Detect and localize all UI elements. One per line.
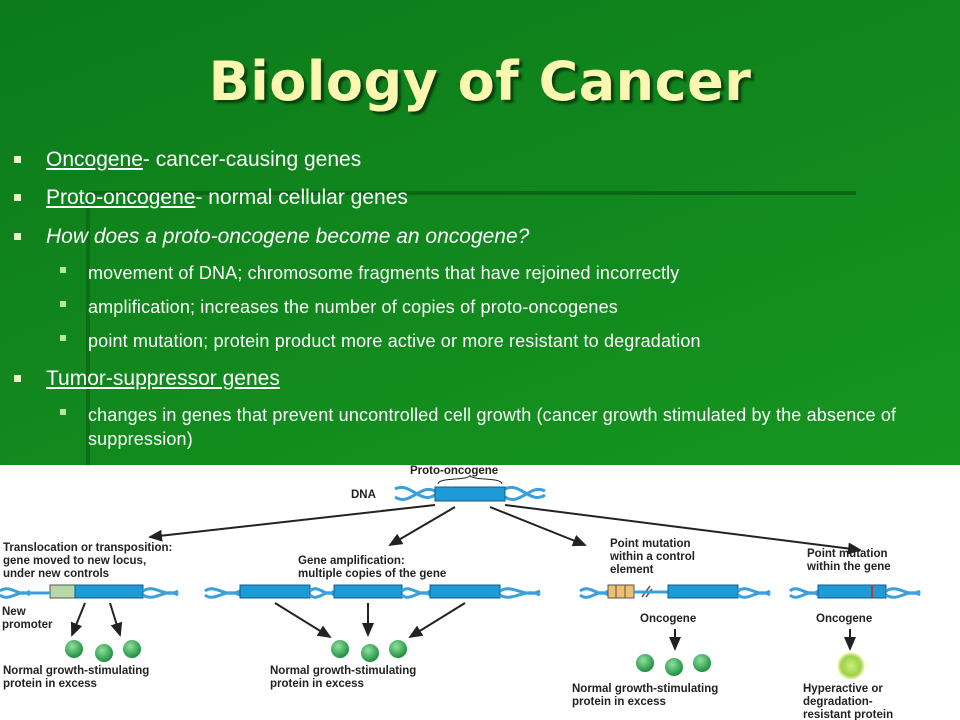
- amplified-genes: [204, 584, 541, 599]
- bullet-marker: [60, 335, 66, 341]
- sub-bullet-text: point mutation; protein product more act…: [88, 331, 701, 351]
- label-translocation-2: gene moved to new locus,: [3, 555, 146, 567]
- top-dna: [394, 474, 546, 502]
- bullet-marker: [60, 267, 66, 273]
- mutated-control-gene: [579, 584, 771, 599]
- protein-icon: [636, 654, 654, 672]
- label-point-control-2: within a control: [609, 551, 695, 563]
- label-amplification-2: multiple copies of the gene: [298, 568, 446, 580]
- bullet-text: - normal cellular genes: [195, 186, 408, 209]
- label-hyperactive-3: resistant protein: [803, 709, 893, 720]
- label-point-gene-2: within the gene: [806, 561, 891, 573]
- bullet-marker: [14, 233, 21, 240]
- label-point-control-3: element: [610, 564, 654, 576]
- label-proto-oncogene: Proto-oncogene: [410, 465, 498, 477]
- label-excess-1b: protein in excess: [3, 678, 97, 690]
- protein-icon: [665, 658, 683, 676]
- slide-body: Biology of Cancer Oncogene- cancer-causi…: [14, 50, 897, 465]
- oncogene-diagram: Proto-oncogene DNA Translocation or tran…: [0, 465, 960, 720]
- term-proto-oncogene: Proto-oncogene: [46, 186, 196, 209]
- protein-icon: [95, 644, 113, 662]
- label-translocation-3: under new controls: [3, 568, 109, 580]
- translocated-gene: [0, 584, 179, 599]
- protein-icon: [389, 640, 407, 658]
- label-excess-2b: protein in excess: [270, 678, 364, 690]
- decorative-line: [86, 195, 90, 465]
- bullet-marker: [60, 301, 66, 307]
- slide-title: Biology of Cancer: [208, 50, 752, 113]
- sub-bullet-text: changes in genes that prevent uncontroll…: [88, 405, 897, 449]
- bullet-marker: [14, 375, 21, 382]
- term-oncogene: Oncogene: [46, 148, 143, 171]
- sub-bullet-text: movement of DNA; chromosome fragments th…: [88, 263, 680, 283]
- hyperactive-protein-icon: [837, 652, 865, 680]
- label-oncogene-a: Oncogene: [640, 613, 696, 625]
- term-tumor-suppressor: Tumor-suppressor genes: [46, 367, 280, 390]
- protein-icon: [331, 640, 349, 658]
- bullet-text: - cancer-causing genes: [142, 148, 362, 171]
- oncogene-diagram-svg: Proto-oncogene DNA Translocation or tran…: [0, 465, 921, 720]
- label-hyperactive-1: Hyperactive or: [803, 683, 883, 695]
- protein-icon: [361, 644, 379, 662]
- bullet-marker: [14, 156, 21, 163]
- bullet-text: How does a proto-oncogene become an onco…: [46, 225, 530, 248]
- label-excess-3a: Normal growth-stimulating: [572, 683, 718, 695]
- label-promoter: promoter: [2, 619, 53, 631]
- mutated-gene: [788, 584, 921, 599]
- label-oncogene-b: Oncogene: [816, 613, 872, 625]
- protein-icon: [65, 640, 83, 658]
- label-point-gene-1: Point mutation: [807, 548, 888, 560]
- label-amplification-1: Gene amplification:: [298, 555, 405, 567]
- label-translocation-1: Translocation or transposition:: [3, 542, 172, 554]
- label-excess-1a: Normal growth-stimulating: [3, 665, 149, 677]
- sub-bullet-text: amplification; increases the number of c…: [88, 297, 618, 317]
- protein-icon: [123, 640, 141, 658]
- bullet-marker: [60, 409, 66, 415]
- label-excess-2a: Normal growth-stimulating: [270, 665, 416, 677]
- label-point-control-1: Point mutation: [610, 538, 691, 550]
- protein-icon: [693, 654, 711, 672]
- decorative-line: [88, 191, 856, 195]
- label-excess-3b: protein in excess: [572, 696, 666, 708]
- bullet-marker: [14, 194, 21, 201]
- label-hyperactive-2: degradation-: [803, 696, 873, 708]
- label-new: New: [2, 606, 26, 618]
- label-dna: DNA: [351, 489, 376, 501]
